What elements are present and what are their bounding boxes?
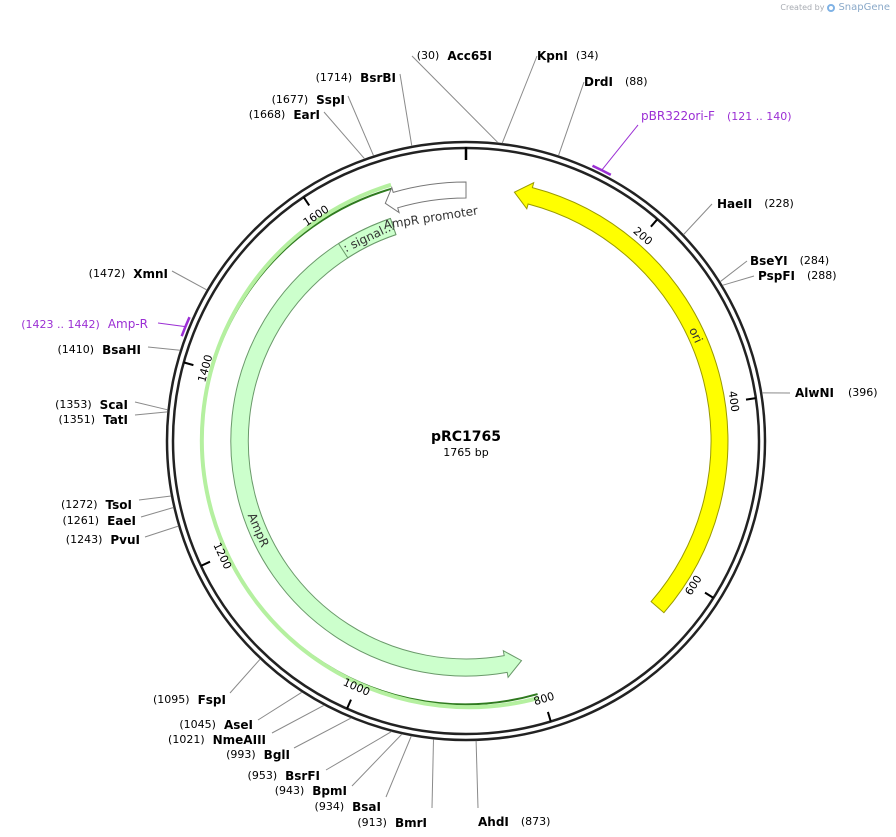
svg-text:PspFI(288): PspFI(288) xyxy=(758,269,837,283)
site-bsrfi[interactable]: (953)BsrFI xyxy=(248,731,392,783)
site-bsrbi[interactable]: (1714)BsrBI xyxy=(316,71,413,146)
svg-text:(913)BmrI: (913)BmrI xyxy=(357,816,427,830)
primer-pbr322ori-f[interactable]: pBR322ori-F(121 .. 140) xyxy=(591,109,792,176)
site-pvui[interactable]: (1243)PvuI xyxy=(66,525,179,547)
site-eari[interactable]: (1668)EarI xyxy=(249,108,365,160)
svg-text:KpnI(34): KpnI(34) xyxy=(537,49,599,63)
plasmid-length: 1765 bp xyxy=(443,446,488,459)
svg-text:(1423 .. 1442)Amp-R: (1423 .. 1442)Amp-R xyxy=(21,317,148,331)
svg-text:BseYI(284): BseYI(284) xyxy=(750,254,829,268)
site-pspfi[interactable]: PspFI(288) xyxy=(722,269,837,286)
site-eaei[interactable]: (1261)EaeI xyxy=(63,507,174,528)
site-bpmi[interactable]: (943)BpmI xyxy=(275,733,403,798)
site-bgli[interactable]: (993)BglI xyxy=(226,717,352,762)
ori-label: ori xyxy=(687,325,706,345)
tick-800: 800 xyxy=(532,690,556,722)
ampr-highlight-inner xyxy=(199,182,540,710)
svg-text:(1261)EaeI: (1261)EaeI xyxy=(63,514,136,528)
svg-text:(30)Acc65I: (30)Acc65I xyxy=(417,49,492,63)
snapgene-brand-name: SnapGene xyxy=(838,2,890,13)
snapgene-logo-icon xyxy=(827,3,836,12)
site-bsahi[interactable]: (1410)BsaHI xyxy=(58,343,181,357)
site-asei[interactable]: (1045)AseI xyxy=(179,691,303,732)
site-sspi[interactable]: (1677)SspI xyxy=(272,93,374,156)
site-tsoi[interactable]: (1272)TsoI xyxy=(61,495,172,512)
svg-text:(1677)SspI: (1677)SspI xyxy=(272,93,345,107)
site-bsai[interactable]: (934)BsaI xyxy=(315,735,412,814)
plasmid-name: pRC1765 xyxy=(431,429,501,445)
site-scai[interactable]: (1353)ScaI xyxy=(55,398,168,412)
svg-text:(934)BsaI: (934)BsaI xyxy=(315,800,381,814)
svg-text:1200: 1200 xyxy=(210,540,234,571)
svg-text:(1045)AseI: (1045)AseI xyxy=(179,718,253,732)
svg-text:400: 400 xyxy=(726,390,742,413)
site-alwni[interactable]: AlwNI(396) xyxy=(762,386,878,400)
svg-text:(1243)PvuI: (1243)PvuI xyxy=(66,533,140,547)
svg-text:(993)BglI: (993)BglI xyxy=(226,748,290,762)
signal-feature[interactable] xyxy=(337,217,397,259)
site-bmri[interactable]: (913)BmrI xyxy=(357,739,434,830)
svg-text:(1095)FspI: (1095)FspI xyxy=(153,693,226,707)
svg-text:(1351)TatI: (1351)TatI xyxy=(58,413,128,427)
svg-text:(943)BpmI: (943)BpmI xyxy=(275,784,347,798)
site-fspi[interactable]: (1095)FspI xyxy=(153,658,261,707)
svg-text:(1714)BsrBI: (1714)BsrBI xyxy=(316,71,396,85)
svg-text:DrdI(88): DrdI(88) xyxy=(584,75,648,89)
site-nmeaiii[interactable]: (1021)NmeAIII xyxy=(168,704,325,747)
tick-400: 400 xyxy=(726,390,756,413)
site-kpni[interactable]: KpnI(34) xyxy=(501,49,599,144)
tick-1000: 1000 xyxy=(341,676,372,710)
site-tati[interactable]: (1351)TatI xyxy=(58,411,168,427)
ori-feature[interactable] xyxy=(513,181,729,614)
svg-text:1000: 1000 xyxy=(341,676,372,699)
svg-text:HaeII(228): HaeII(228) xyxy=(717,197,794,211)
svg-text:AlwNI(396): AlwNI(396) xyxy=(795,386,878,400)
ampr-promoter-feature[interactable] xyxy=(384,181,467,214)
site-haeii[interactable]: HaeII(228) xyxy=(683,197,794,235)
primer-amp-r[interactable]: (1423 .. 1442)Amp-R xyxy=(21,316,191,337)
svg-text:pBR322ori-F(121 .. 140): pBR322ori-F(121 .. 140) xyxy=(641,109,792,123)
created-by-text: Created by xyxy=(780,3,825,12)
svg-text:800: 800 xyxy=(532,690,556,709)
svg-text:(953)BsrFI: (953)BsrFI xyxy=(248,769,320,783)
site-xmni[interactable]: (1472)XmnI xyxy=(89,267,208,291)
snapgene-branding: Created by SnapGene xyxy=(780,2,890,13)
site-drdi[interactable]: DrdI(88) xyxy=(558,75,648,156)
backbone-outer xyxy=(165,140,767,742)
svg-text:(1272)TsoI: (1272)TsoI xyxy=(61,498,132,512)
svg-text:AhdI(873): AhdI(873) xyxy=(478,815,550,829)
svg-text:(1353)ScaI: (1353)ScaI xyxy=(55,398,128,412)
svg-text:(1668)EarI: (1668)EarI xyxy=(249,108,320,122)
svg-text:(1472)XmnI: (1472)XmnI xyxy=(89,267,168,281)
tick-1200: 1200 xyxy=(200,540,234,571)
site-bseyi[interactable]: BseYI(284) xyxy=(719,254,829,283)
site-ahdi[interactable]: AhdI(873) xyxy=(475,740,550,829)
site-acc65i[interactable]: (30)Acc65I xyxy=(411,49,499,144)
svg-text:(1021)NmeAIII: (1021)NmeAIII xyxy=(168,733,266,747)
svg-text:(1410)BsaHI: (1410)BsaHI xyxy=(58,343,141,357)
